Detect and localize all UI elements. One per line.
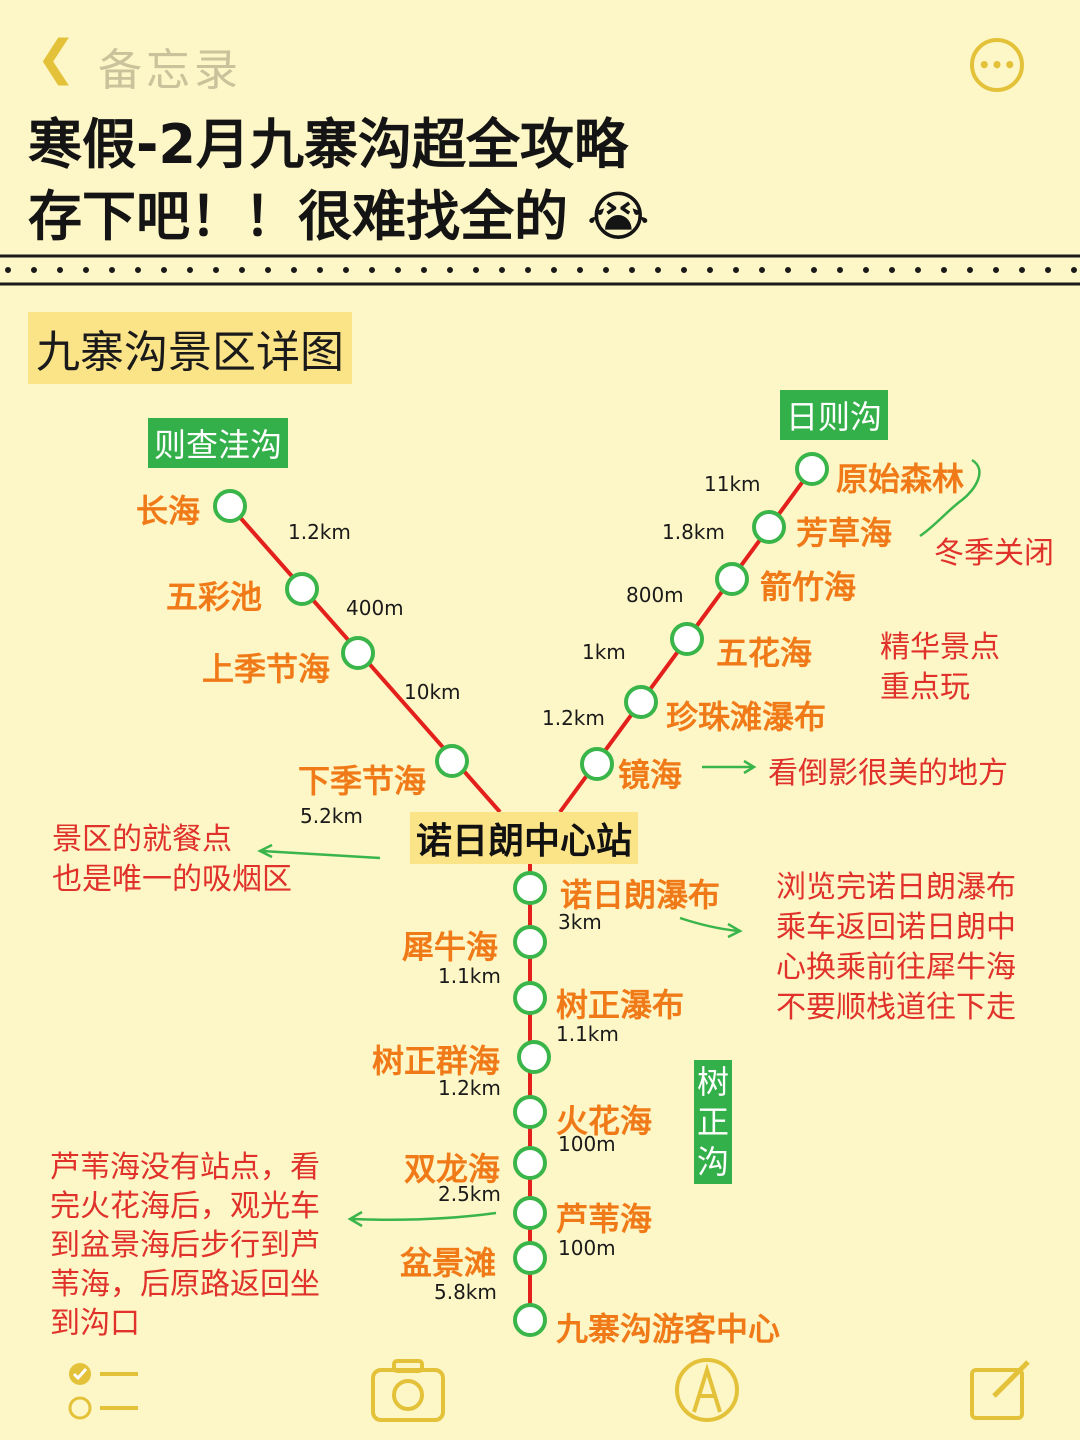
zone-shuzheng-char: 树 [696,1063,729,1101]
zone-shuzheng-char: 沟 [696,1143,729,1181]
camera-icon[interactable] [370,1358,446,1424]
distance-label: 1.8km [662,520,725,544]
distance-label: 1.1km [438,964,501,988]
note-line: 景区的就餐点 [52,822,232,857]
nuorilang-arrow [679,916,739,933]
station-label: 五彩池 [166,578,263,616]
dining-arrow [261,849,381,860]
mirror-note: 看倒影很美的地方 [768,756,1008,791]
station-marker [213,489,247,523]
hub-station-label: 诺日朗中心站 [410,812,639,864]
luwei-arrow [351,1211,497,1221]
station-label: 原始森林 [836,460,965,498]
station-marker [513,1196,547,1230]
zone-shuzheng-char: 正 [696,1103,729,1141]
station-marker [580,747,614,781]
distance-label: 800m [626,583,684,607]
distance-label: 1.2km [288,520,351,544]
dotted-divider [0,254,1080,286]
distance-label: 5.8km [434,1280,497,1304]
luwei-note: 芦苇海没有站点，看 完火花海后，观光车 到盆景海后步行到芦 苇海，后原路返回坐 … [50,1148,320,1343]
distance-label: 11km [704,472,761,496]
compose-icon[interactable] [968,1356,1036,1422]
distance-label: 5.2km [300,804,363,828]
back-button-label[interactable]: 备忘录 [98,45,242,96]
distance-label: 1.2km [438,1076,501,1100]
dining-note: 景区的就餐点 也是唯一的吸烟区 [52,820,292,900]
station-label: 箭竹海 [760,568,857,606]
note-line: 苇海，后原路返回坐 [50,1267,320,1302]
more-options-icon[interactable]: ••• [970,38,1024,92]
station-marker [513,1241,547,1275]
station-marker [285,572,319,606]
station-label: 树正群海 [372,1042,501,1080]
note-line: 重点玩 [880,670,970,705]
note-line: 芦苇海没有站点，看 [50,1150,320,1185]
distance-label: 400m [346,596,404,620]
zone-zechawa-label: 则查洼沟 [148,418,289,468]
station-label: 五花海 [716,634,813,672]
winter-closed-note: 冬季关闭 [934,536,1054,571]
closed-bracket [919,458,981,538]
distance-label: 1.1km [556,1022,619,1046]
distance-label: 100m [558,1132,616,1156]
note-line: 到沟口 [50,1306,140,1341]
station-label: 犀牛海 [402,928,499,966]
station-label: 芳草海 [796,514,893,552]
station-label: 九寨沟游客中心 [556,1310,781,1348]
station-marker [513,1303,547,1337]
station-label: 下季节海 [298,762,427,800]
distance-label: 1.2km [542,706,605,730]
station-label: 镜海 [618,756,683,794]
note-line: 浏览完诺日朗瀑布 [776,870,1016,905]
distance-label: 3km [558,910,602,934]
station-label: 盆景滩 [400,1244,497,1282]
note-line: 乘车返回诺日朗中 [776,910,1016,945]
station-label: 长海 [136,492,201,530]
station-label: 诺日朗瀑布 [560,876,721,914]
section-title: 九寨沟景区详图 [28,312,352,384]
station-marker [513,1095,547,1129]
distance-label: 2.5km [438,1182,501,1206]
note-title-line2: 存下吧！！很难找全的 😭 [28,185,650,248]
station-label: 双龙海 [404,1150,501,1188]
station-marker [624,685,658,719]
note-line: 不要顺栈道往下走 [776,990,1016,1025]
station-marker [752,510,786,544]
station-marker [795,452,829,486]
note-line: 完火花海后，观光车 [50,1189,320,1224]
station-label: 火花海 [556,1102,653,1140]
station-marker [513,1146,547,1180]
station-marker [513,981,547,1015]
highlight-note: 精华景点 重点玩 [880,628,1000,708]
station-marker [513,925,547,959]
zone-rize-label: 日则沟 [780,390,889,440]
distance-label: 10km [404,680,461,704]
note-title-line1: 寒假-2月九寨沟超全攻略 [28,113,628,176]
zone-shuzheng-label: 树 正 沟 [694,1060,732,1184]
distance-label: 100m [558,1236,616,1260]
station-marker [513,871,547,905]
note-line: 也是唯一的吸烟区 [52,862,292,897]
note-line: 精华景点 [880,630,1000,665]
station-marker [670,622,704,656]
station-label: 芦苇海 [556,1200,653,1238]
note-line: 心换乘前往犀牛海 [776,950,1016,985]
note-line: 到盆景海后步行到芦 [50,1228,320,1263]
checklist-icon[interactable] [66,1360,142,1424]
station-marker [435,744,469,778]
pen-markup-icon[interactable] [674,1356,740,1424]
station-marker [715,562,749,596]
station-marker [517,1040,551,1074]
back-chevron-icon[interactable]: ❮ [36,30,77,86]
station-label: 珍珠滩瀑布 [666,698,827,736]
station-marker [341,636,375,670]
station-label: 树正瀑布 [556,986,685,1024]
station-label: 上季节海 [202,650,331,688]
distance-label: 1km [582,640,626,664]
nuorilang-note: 浏览完诺日朗瀑布 乘车返回诺日朗中 心换乘前往犀牛海 不要顺栈道往下走 [776,868,1016,1028]
